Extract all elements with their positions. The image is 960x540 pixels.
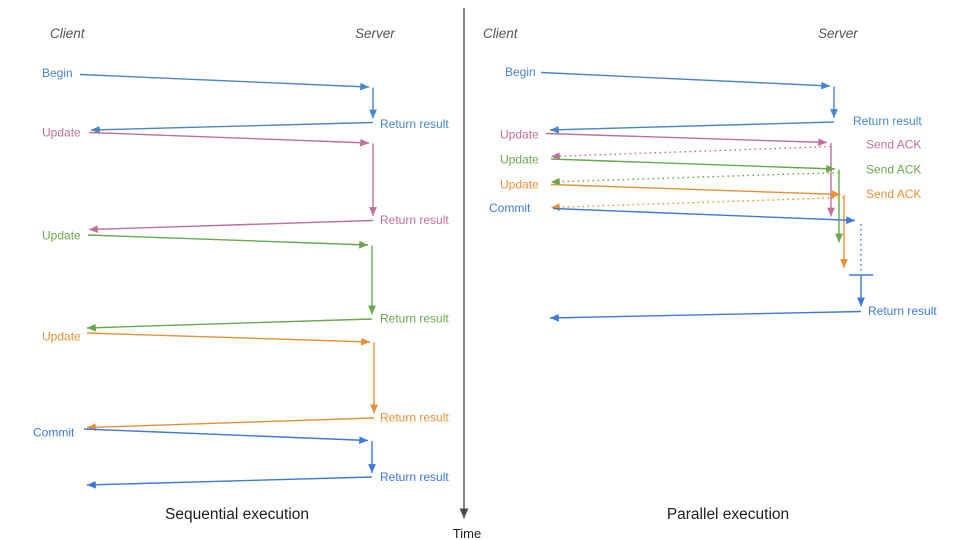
request-label: Update [42, 330, 81, 344]
response-label: Return result [380, 411, 449, 425]
seq-row-update-2: Update Return result [42, 229, 449, 332]
response-arrow [88, 219, 374, 234]
request-arrow [540, 71, 831, 90]
response-arrow [86, 417, 375, 432]
request-label: Begin [42, 66, 73, 80]
ack-arrow [550, 145, 832, 161]
request-arrow [550, 158, 836, 173]
seq-row-update-1: Update Return result [42, 126, 449, 234]
server-lifeline-label: Server [818, 26, 858, 41]
client-lifeline-label: Client [483, 26, 519, 41]
ack-label: Send ACK [866, 138, 921, 152]
request-arrow [88, 131, 370, 147]
response-arrow [86, 476, 373, 489]
request-label: Update [500, 153, 539, 167]
request-arrow [83, 428, 369, 445]
ack-arrow [550, 171, 840, 186]
request-arrow [552, 207, 856, 225]
response-label: Return result [380, 470, 449, 484]
request-label: Commit [33, 426, 75, 440]
request-label: Commit [489, 201, 531, 215]
ack-label: Send ACK [866, 163, 921, 177]
parallel-diagram: Client Server Begin Return result Update… [483, 26, 937, 523]
server-lifeline-label: Server [355, 26, 395, 41]
response-arrow [549, 121, 835, 134]
request-arrow [545, 132, 828, 147]
seq-row-commit: Commit Return result [33, 426, 449, 489]
request-arrow [550, 183, 841, 199]
response-arrow [549, 310, 862, 322]
par-row-update-1: Update Send ACK [500, 128, 921, 217]
response-arrow [90, 121, 374, 134]
request-label: Update [500, 128, 539, 142]
request-label: Update [42, 126, 81, 140]
par-row-update-3: Update Send ACK [500, 178, 921, 268]
seq-row-begin: Begin Return result [42, 66, 449, 134]
client-lifeline-label: Client [50, 26, 86, 41]
parallel-diagram-title: Parallel execution [667, 506, 789, 523]
ack-arrow [550, 196, 845, 212]
request-arrow [87, 234, 369, 249]
request-arrow [86, 332, 371, 346]
time-axis: Time [453, 8, 481, 540]
request-label: Begin [505, 65, 536, 79]
sequential-diagram: Client Server Begin Return result Update… [33, 26, 449, 523]
seq-row-update-3: Update Return result [42, 330, 449, 432]
response-arrow [86, 318, 373, 332]
ack-label: Send ACK [866, 187, 921, 201]
request-arrow [79, 73, 370, 91]
par-row-begin: Begin Return result [505, 65, 922, 134]
par-row-update-2: Update Send ACK [500, 153, 921, 243]
response-label: Return result [380, 213, 449, 227]
response-label: Return result [380, 117, 449, 131]
response-label: Return result [868, 304, 937, 318]
response-label: Return result [380, 312, 449, 326]
time-axis-label: Time [453, 526, 481, 540]
request-label: Update [42, 229, 81, 243]
request-label: Update [500, 178, 539, 192]
response-label: Return result [853, 114, 922, 128]
sequential-diagram-title: Sequential execution [165, 506, 309, 523]
par-row-commit: Commit Return result [489, 201, 937, 322]
